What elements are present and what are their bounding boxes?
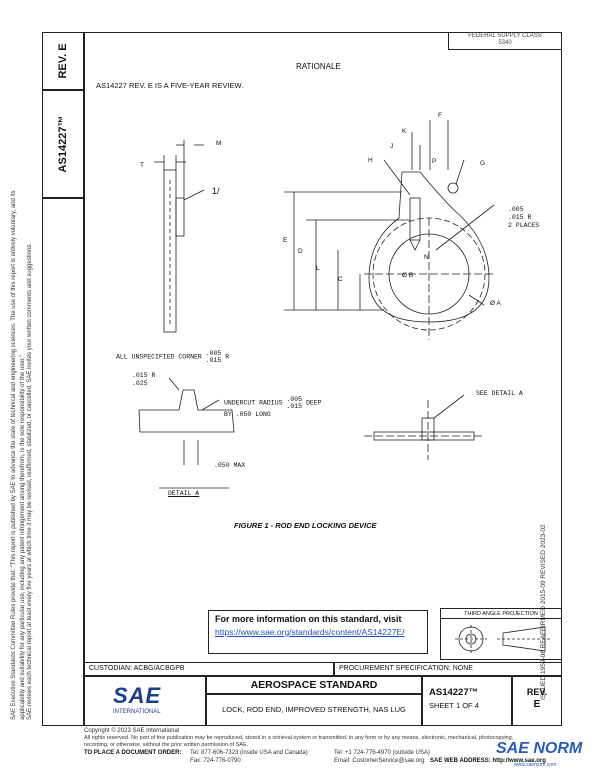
info-title: For more information on this standard, v… (215, 614, 402, 624)
rev-label: REV. (57, 53, 69, 79)
rationale-title: RATIONALE (296, 62, 341, 71)
standard-type: AEROSPACE STANDARD (206, 676, 422, 694)
figure-caption: FIGURE 1 - ROD END LOCKING DEVICE (234, 521, 377, 530)
label-g: G (480, 160, 486, 167)
projection-symbol-icon (455, 625, 551, 653)
left-empty-box (42, 198, 84, 726)
doc-sheet-box: AS14227™ SHEET 1 OF 4 (422, 676, 512, 726)
label-one: 1/ (212, 186, 220, 196)
technical-drawing (138, 120, 495, 489)
label-l: L (316, 265, 320, 272)
footer-copyright: Copyright © 2023 SAE International (84, 728, 180, 734)
footer-tel1: Tel: 877-606-7323 (inside USA and Canada… (190, 750, 308, 756)
corner-note: ALL UNSPECIFIED CORNER .005 .015 R (116, 350, 230, 364)
projection-box: THIRD ANGLE PROJECTION (440, 608, 562, 660)
projection-title: THIRD ANGLE PROJECTION (441, 609, 561, 619)
rev-box: REV. E (42, 32, 84, 90)
procurement-row: PROCUREMENT SPECIFICATION: NONE (334, 662, 562, 676)
doc-number-block: AS14227™ (429, 687, 479, 698)
footer-fax: Fax: 724-776-0790 (190, 758, 241, 764)
label-c: C (338, 276, 343, 283)
fed-supply-label: FEDERAL SUPPLY CLASS (468, 33, 542, 39)
footer-tel2: Tel: +1 724-776-4970 (outside USA) (334, 750, 430, 756)
left-column: SAE Executive Standards Committee Rules … (0, 0, 42, 776)
detail-radius: .015 R .025 (132, 372, 156, 387)
side-view-body (163, 169, 177, 333)
undercut-note: UNDERCUT RADIUS .005 .015 DEEP BY .050 L… (224, 396, 322, 418)
sae-logo: SAE (113, 683, 162, 708)
label-t: T (140, 162, 144, 169)
logo-box: SAE INTERNATIONAL (84, 676, 206, 726)
label-h: H (368, 157, 373, 164)
rev-block-label: REV. (526, 687, 548, 697)
doc-number-box: AS14227™ (42, 90, 84, 198)
label-k: K (402, 128, 407, 135)
label-f: F (438, 112, 442, 119)
federal-supply-box: FEDERAL SUPPLY CLASS 5340 (448, 32, 562, 50)
label-a: Ø A (490, 300, 501, 307)
label-j: J (390, 143, 394, 150)
label-p: P (432, 158, 437, 165)
lug-outline (368, 171, 490, 323)
watermark-sub: www.saenorm.com (514, 762, 557, 768)
document-title: LOCK, ROD END, IMPROVED STRENGTH, NAS LU… (206, 694, 422, 726)
footer-web[interactable]: SAE WEB ADDRESS: http://www.sae.org (430, 758, 546, 764)
pin-hole (447, 182, 459, 194)
lock-slot (409, 197, 421, 241)
label-n: N (424, 254, 429, 261)
label-m: M (216, 140, 222, 147)
side-note-review: SAE reviews each technical report at lea… (27, 242, 33, 720)
label-e: E (283, 237, 288, 244)
doc-number: AS14227™ (57, 115, 69, 173)
label-d: D (298, 248, 303, 255)
rev-value: E (57, 43, 69, 51)
radius-note: .005 .015 R 2 PLACES (508, 206, 540, 229)
dia-a-symbol: Ø (490, 300, 496, 307)
footer-rights2: recording, or otherwise, without the pri… (84, 742, 249, 748)
custodian-row: CUSTODIAN: ACBG/ACBGPB (84, 662, 334, 676)
rationale-text: AS14227 REV. E IS A FIVE-YEAR REVIEW. (96, 81, 244, 90)
sheet-number: SHEET 1 OF 4 (429, 701, 479, 710)
max-note: .050 MAX (214, 462, 246, 469)
footer-order: TO PLACE A DOCUMENT ORDER: (84, 750, 182, 756)
fed-class: 5340 (498, 40, 512, 46)
standard-link[interactable]: https://www.sae.org/standards/content/AS… (215, 627, 405, 637)
sae-logo-sub: INTERNATIONAL (113, 709, 161, 715)
footer-email: Email: CustomerService@sae.org (334, 758, 425, 764)
watermark: SAE NORM (496, 740, 583, 757)
see-detail-note: SEE DETAIL A (476, 390, 523, 397)
detail-a-title: DETAIL A (168, 490, 200, 497)
side-view-tab (175, 197, 185, 237)
footer-rights: All rights reserved. No part of this pub… (84, 735, 514, 741)
rev-block-value: E (533, 699, 541, 710)
dia-b-symbol: Ø (402, 272, 408, 279)
rev-block: REV. E (512, 676, 562, 726)
label-b: Ø B (402, 272, 414, 279)
info-box: For more information on this standard, v… (208, 610, 428, 654)
detail-a-profile (138, 389, 235, 433)
